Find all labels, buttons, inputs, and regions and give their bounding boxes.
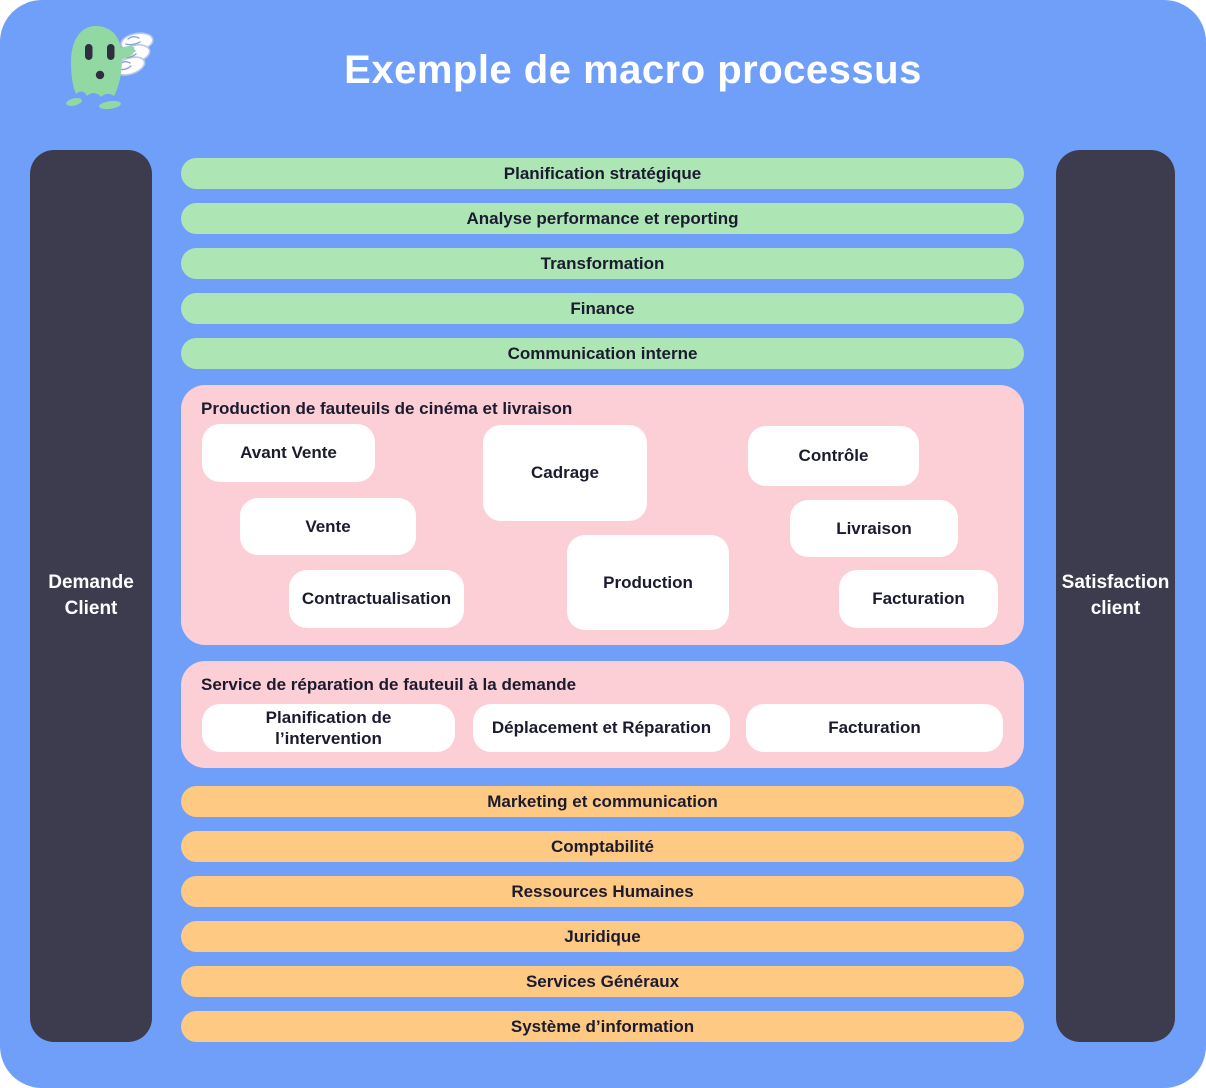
process-step: Contrôle <box>748 426 919 486</box>
management-pill: Analyse performance et reporting <box>181 203 1024 234</box>
management-pill: Planification stratégique <box>181 158 1024 189</box>
rail-label-line: Satisfaction <box>1061 572 1170 594</box>
support-pill: Marketing et communication <box>181 786 1024 817</box>
process-step: Déplacement et Réparation <box>473 704 730 752</box>
process-step: Planification de l’intervention <box>202 704 455 752</box>
satisfaction-client-rail: Satisfaction client <box>1056 150 1175 1042</box>
support-pill: Juridique <box>181 921 1024 952</box>
rail-label-line: Client <box>64 598 118 619</box>
support-pill: Ressources Humaines <box>181 876 1024 907</box>
ghost-mascot-icon <box>66 26 154 110</box>
process-step: Facturation <box>746 704 1003 752</box>
support-pill: Système d’information <box>181 1011 1024 1042</box>
management-pill: Transformation <box>181 248 1024 279</box>
process-step: Avant Vente <box>202 424 375 482</box>
process-step: Contractualisation <box>289 570 464 628</box>
page-title: Exemple de macro processus <box>344 48 922 92</box>
management-pill: Finance <box>181 293 1024 324</box>
process-block-title: Service de réparation de fauteuil à la d… <box>201 675 577 694</box>
support-pill: Services Généraux <box>181 966 1024 997</box>
process-step: Cadrage <box>483 425 647 521</box>
process-step: Livraison <box>790 500 958 557</box>
management-pill: Communication interne <box>181 338 1024 369</box>
process-step: Production <box>567 535 729 630</box>
rail-label-line: Demande <box>48 572 134 594</box>
process-block-title: Production de fauteuils de cinéma et liv… <box>201 399 573 418</box>
management-processes: Planification stratégique Analyse perfor… <box>181 158 1024 369</box>
process-block-production: Production de fauteuils de cinéma et liv… <box>181 385 1024 645</box>
support-processes: Marketing et communication Comptabilité … <box>181 786 1024 1042</box>
rail-label-line: client <box>1090 598 1141 619</box>
support-pill: Comptabilité <box>181 831 1024 862</box>
process-block-service: Service de réparation de fauteuil à la d… <box>181 661 1024 768</box>
demande-client-rail: Demande Client <box>30 150 152 1042</box>
process-step: Facturation <box>839 570 998 628</box>
process-step: Vente <box>240 498 416 555</box>
